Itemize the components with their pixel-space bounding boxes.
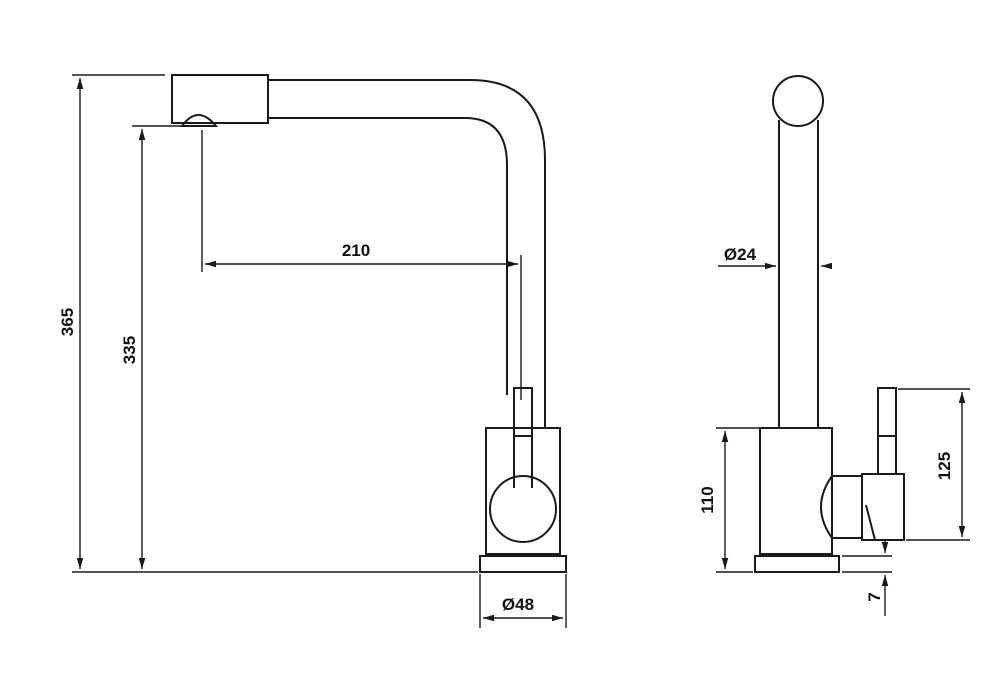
dim-label-7: 7	[865, 592, 884, 601]
faucet-body	[485, 427, 561, 555]
spout-head-circle	[772, 75, 824, 127]
lever-cap	[861, 473, 905, 541]
lever-handle	[513, 387, 533, 437]
spout-tube	[268, 79, 546, 428]
front-body	[759, 427, 833, 555]
dim-label-210: 210	[342, 241, 370, 260]
aerator-head	[171, 74, 269, 124]
base-plate	[479, 555, 567, 573]
dim-label-48: Ø48	[502, 595, 534, 614]
dim-label-125: 125	[935, 452, 954, 480]
spout-tube-inner	[268, 117, 508, 395]
dim-label-335: 335	[120, 336, 139, 364]
side-view: 365 335 210 Ø48	[58, 74, 567, 628]
front-lever-handle	[877, 387, 897, 437]
front-base-plate	[754, 555, 840, 573]
dim-label-110: 110	[698, 486, 717, 513]
valve-disc	[489, 475, 557, 543]
lever-boss	[820, 475, 863, 539]
aerator-nozzle	[180, 114, 219, 127]
dim-label-24: Ø24	[724, 245, 757, 264]
front-view: Ø24 110 125 7	[698, 75, 970, 616]
dim-label-365: 365	[58, 308, 77, 336]
